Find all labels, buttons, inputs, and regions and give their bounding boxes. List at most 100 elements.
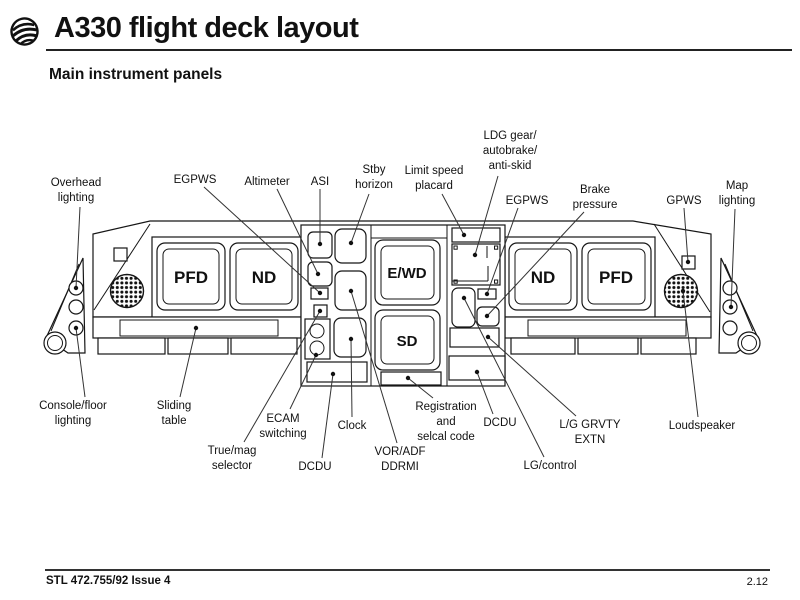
document-reference: STL 472.755/92 Issue 4: [46, 575, 171, 587]
callout-line-egpws-right: [486, 207, 519, 295]
callout-line-map-lighting: [730, 208, 736, 308]
sliding-table-slot: [119, 319, 279, 337]
dcdu-right-unit: [448, 355, 506, 381]
callout-line-sliding-table: [179, 327, 197, 398]
callout-label-lg-control: LG/control: [523, 460, 576, 472]
callout-line-loudspeaker: [682, 290, 699, 418]
swirl-globe-icon: [10, 17, 39, 46]
side-knob: [722, 280, 738, 296]
callout-line-brake-pressure: [486, 211, 585, 317]
left-corner-button: [113, 247, 128, 262]
callout-dot-sliding-table: [193, 325, 199, 331]
callout-label-altimeter: Altimeter: [244, 176, 290, 188]
callout-dot-overhead-lighting: [73, 285, 79, 291]
callout-line-true-mag-selector: [243, 310, 321, 443]
callout-label-dcdu-left: DCDU: [298, 461, 331, 473]
callout-dot-egpws-right: [484, 291, 490, 297]
callout-dot-map-lighting: [728, 304, 734, 310]
callout-dot-true-mag-selector: [317, 308, 323, 314]
nd-right-screen: ND: [508, 242, 578, 311]
pfd-right-screen: PFD: [581, 242, 652, 311]
callout-label-loudspeaker: Loudspeaker: [669, 420, 736, 432]
callout-line-vor-adf-ddrmi: [350, 290, 398, 444]
callout-dot-clock: [348, 336, 354, 342]
callout-line-altimeter: [276, 188, 319, 275]
callout-line-lg-control: [463, 297, 545, 458]
registration-selcal-placard: [380, 371, 442, 386]
callout-dot-altimeter: [315, 271, 321, 277]
sliding-table-slot: [527, 319, 687, 337]
center-console: E/WD SD: [300, 224, 506, 387]
callout-line-overhead-lighting: [75, 206, 81, 289]
callout-label-clock: Clock: [338, 420, 367, 432]
callout-dot-lg-grvty-extn: [485, 334, 491, 340]
callout-dot-limit-speed-placard: [461, 232, 467, 238]
sd-label: SD: [397, 333, 418, 350]
nd-left-screen: ND: [229, 242, 299, 311]
pfd-left-screen: PFD: [156, 242, 226, 311]
pfd-left-label: PFD: [174, 268, 208, 287]
callout-label-egpws-right: EGPWS: [506, 195, 549, 207]
title-divider: [46, 49, 792, 51]
callout-label-egpws-left: EGPWS: [174, 174, 217, 186]
callout-dot-stby-horizon: [348, 240, 354, 246]
callout-line-lg-grvty-extn: [487, 336, 577, 417]
callout-line-dcdu-right: [476, 371, 494, 415]
callout-line-console-floor-lighting: [75, 327, 86, 398]
callout-label-dcdu-right: DCDU: [483, 417, 516, 429]
callout-dot-registration-selcal-code: [405, 375, 411, 381]
right-side-panel: [718, 257, 761, 355]
callout-dot-brake-pressure: [484, 313, 490, 319]
lg-control-lever-panel: [451, 287, 476, 328]
left-loudspeaker-grille: [109, 273, 145, 309]
callout-dot-ldg-gear-autobrake-antiskid: [472, 252, 478, 258]
dcdu-left-unit: [306, 361, 368, 383]
callout-dot-asi: [317, 241, 323, 247]
callout-line-stby-horizon: [350, 193, 370, 244]
callout-dot-console-floor-lighting: [73, 325, 79, 331]
callout-dot-ecam-switching: [313, 352, 319, 358]
callout-dot-gpws: [685, 259, 691, 265]
callout-label-asi: ASI: [311, 176, 330, 188]
callout-label-gpws: GPWS: [666, 195, 701, 207]
page-subtitle: Main instrument panels: [49, 66, 223, 83]
side-knob: [722, 320, 738, 336]
nd-left-label: ND: [252, 268, 277, 287]
callout-line-egpws-left: [203, 186, 321, 294]
right-lower-band: [504, 316, 712, 355]
sd-display: SD: [374, 309, 441, 371]
side-knob: [68, 299, 84, 315]
stby-horizon-instrument: [334, 228, 367, 264]
callout-line-clock: [350, 338, 353, 418]
callout-line-dcdu-left: [321, 373, 334, 459]
pfd-right-label: PFD: [599, 268, 633, 287]
lg-grvty-extn-panel: [449, 327, 500, 348]
limit-speed-placard-plate: [451, 227, 501, 243]
callout-dot-dcdu-right: [474, 369, 480, 375]
callout-dot-vor-adf-ddrmi: [348, 288, 354, 294]
ewd-display: E/WD: [374, 239, 441, 306]
callout-line-ecam-switching: [289, 354, 317, 410]
footer-divider: [45, 569, 770, 571]
callout-label-ldg-gear-autobrake-antiskid: LDG gear/autobrake/anti-skid: [483, 130, 538, 172]
ewd-label: E/WD: [387, 265, 426, 282]
nd-right-label: ND: [531, 268, 556, 287]
callout-line-ldg-gear-autobrake-antiskid: [474, 175, 499, 256]
page-title: A330 flight deck layout: [54, 12, 359, 44]
callout-line-gpws: [683, 207, 689, 263]
left-lower-band: [92, 316, 302, 355]
left-side-panel: [43, 257, 86, 355]
callout-dot-egpws-left: [317, 290, 323, 296]
page-number: 2.12: [746, 576, 768, 588]
